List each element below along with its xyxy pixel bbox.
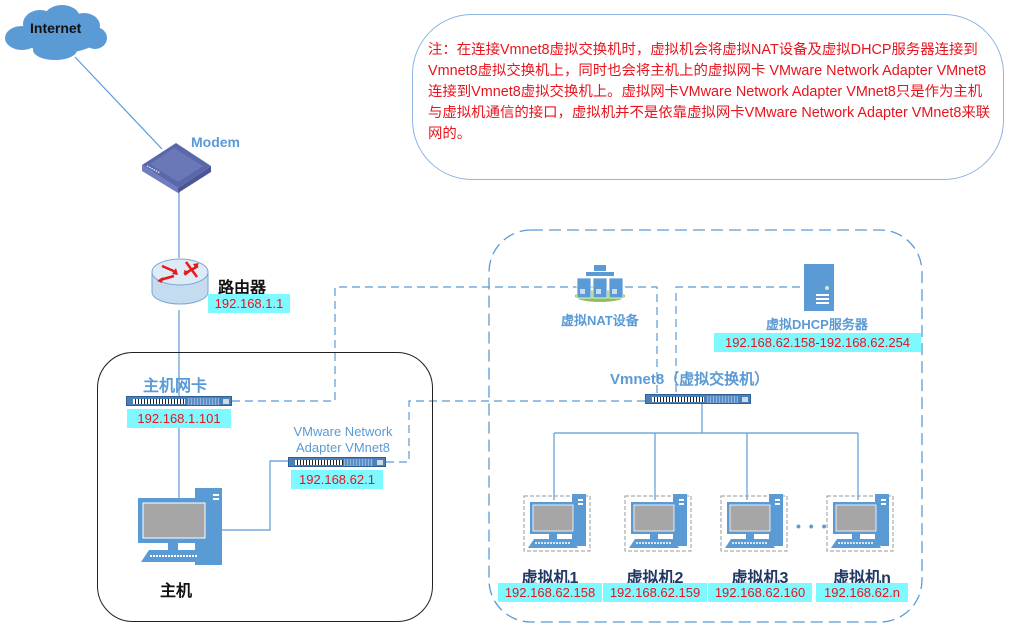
vm-label: 虚拟机3: [731, 570, 789, 587]
nat-label: 虚拟NAT设备: [561, 313, 639, 328]
dashed-nic-nat-switch: [232, 286, 658, 402]
link-host-adapter: [222, 460, 290, 531]
dhcp-server-icon: [804, 264, 834, 311]
host-nic-label: 主机网卡: [143, 378, 208, 395]
vm-ip: 192.168.62.158: [498, 583, 602, 602]
vm-item: [522, 490, 592, 557]
vmnet8-adapter-label: VMware Network Adapter VMnet8: [283, 424, 403, 456]
vm-label: 虚拟机2: [626, 570, 684, 587]
modem-icon: [142, 143, 211, 193]
nat-device-icon: [575, 265, 625, 302]
vm-pc-icon: [624, 494, 692, 552]
vm-item: [825, 490, 895, 557]
vm-item: [623, 490, 693, 557]
host-boundary: [97, 352, 433, 622]
vm-ip: 192.168.62.n: [816, 583, 908, 602]
dhcp-ip-range: 192.168.62.158-192.168.62.254: [714, 333, 921, 352]
dashed-adapter-switch: [386, 400, 645, 463]
host-nic-ip: 192.168.1.101: [127, 409, 231, 428]
host-pc-icon: [138, 488, 222, 565]
vmnet8-adapter-label-line1: VMware Network: [293, 424, 393, 439]
note-bubble: [412, 14, 1004, 180]
vm-pc-icon: [826, 494, 894, 552]
router-icon: [151, 258, 209, 305]
internet-cloud-icon: [5, 5, 107, 60]
switch-label: Vmnet8（虚拟交换机）: [610, 371, 770, 388]
switch-icon: [645, 394, 751, 404]
vm-ip: 192.168.62.159: [603, 583, 707, 602]
link-internet-modem: [74, 56, 163, 150]
vm-pc-icon: [720, 494, 788, 552]
internet-label: Internet: [30, 20, 82, 36]
note-text: 注：在连接Vmnet8虚拟交换机时，虚拟机会将虚拟NAT设备及虚拟DHCP服务器…: [428, 42, 991, 142]
host-label: 主机: [160, 583, 193, 600]
vmnet8-adapter-ip: 192.168.62.1: [291, 470, 383, 489]
router-ip: 192.168.1.1: [208, 294, 290, 313]
modem-label: Modem: [191, 134, 240, 150]
virtual-network-boundary: [488, 229, 923, 623]
vm-label: 虚拟机1: [521, 570, 579, 587]
vm-pc-icon: [523, 494, 591, 552]
dashed-switch-dhcp: [675, 286, 806, 392]
vmnet8-adapter-icon: [288, 457, 386, 467]
host-nic-icon: [126, 396, 232, 406]
dhcp-label: 虚拟DHCP服务器: [766, 317, 868, 332]
router-label: 路由器: [218, 280, 267, 297]
vmnet8-adapter-label-line2: Adapter VMnet8: [296, 440, 390, 455]
vm-item: [719, 490, 789, 557]
more-vms-ellipsis: • • •: [796, 518, 829, 534]
vm-ip: 192.168.62.160: [708, 583, 812, 602]
vm-label: 虚拟机n: [833, 570, 891, 587]
